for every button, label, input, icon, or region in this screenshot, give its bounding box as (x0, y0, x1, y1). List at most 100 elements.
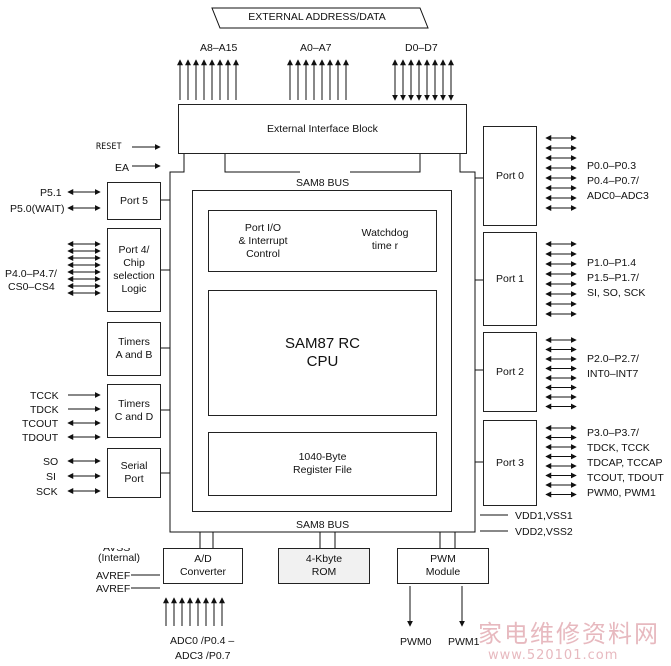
pin-p3-b: TDCK, TCCK (587, 442, 650, 454)
pin-avref-1: AVREF (96, 570, 131, 582)
pin-p4: P4.0–P4.7/ (5, 268, 57, 280)
port5-label: Port 5 (119, 194, 148, 207)
port-io-line2: & Interrupt (238, 234, 288, 247)
pin-p0-b: P0.4–P0.7/ (587, 175, 639, 187)
port2-label: Port 2 (495, 365, 524, 378)
regfile-line1: 1040-Byte (298, 451, 347, 463)
pin-avss: AVSS (103, 542, 131, 554)
port4-block: Port 4/ Chip selection Logic (107, 228, 161, 312)
pin-p1-a: P1.0–P1.4 (587, 257, 637, 269)
watchdog-line1: Watchdog (361, 227, 409, 239)
pwm-line2: Module (425, 566, 461, 578)
pin-tcck: TCCK (30, 390, 59, 402)
pin-p3-c: TDCAP, TCCAP (587, 457, 663, 469)
pwm-line1: PWM (430, 553, 456, 565)
sam8-bus-top-label: SAM8 BUS (296, 177, 350, 189)
pin-p2-b: INT0–INT7 (587, 368, 639, 380)
port5-bus-89 (169, 154, 185, 200)
pin-p3-d: TCOUT, TDOUT (587, 472, 664, 484)
pin-avref-2: AVREF (96, 583, 131, 595)
port1-block: Port 1 (483, 232, 537, 326)
cpu-line1: SAM87 RC (284, 335, 361, 352)
external-interface-block: External Interface Block (178, 104, 467, 154)
ext-bus-b-101 (350, 154, 421, 173)
watchdog-line2: time r (371, 240, 399, 252)
pin-pwm0: PWM0 (400, 636, 432, 648)
watchdog-timer: Watchdog time r (345, 222, 425, 258)
ad-converter-block: A/D Converter (163, 548, 243, 584)
ext-bus-a-100 (224, 154, 300, 173)
port-io-line1: Port I/O (244, 221, 282, 234)
pin-p1-c: SI, SO, SCK (587, 287, 646, 299)
pin-p50-wait: P5.0(WAIT) (10, 203, 65, 215)
pin-vdd2: VDD2,VSS2 (515, 526, 573, 538)
timers-cd-line2: C and D (114, 411, 154, 423)
pin-adc-a: ADC0 /P0.4 – (170, 635, 235, 647)
rom-line1: 4-Kbyte (305, 553, 343, 565)
port2-block: Port 2 (483, 332, 537, 412)
pin-pwm1: PWM1 (448, 636, 480, 648)
serial-line2: Port (124, 473, 144, 485)
label-a0-a7: A0–A7 (300, 42, 332, 54)
external-interface-label: External Interface Block (267, 122, 378, 135)
port3-block: Port 3 (483, 420, 537, 506)
pin-tdck: TDCK (30, 404, 59, 416)
timers-ab-line2: A and B (115, 349, 153, 361)
regfile-line2: Register File (293, 464, 352, 476)
port-io-interrupt-control: Port I/O & Interrupt Control (218, 214, 308, 268)
timers-ab-block: Timers A and B (107, 322, 161, 376)
pin-p0-a: P0.0–P0.3 (587, 160, 637, 172)
port4-line4: Logic (121, 283, 147, 295)
pin-p2-a: P2.0–P2.7/ (587, 353, 639, 365)
serial-line1: Serial (120, 460, 148, 472)
cpu-block: SAM87 RC CPU (208, 290, 437, 416)
port4-line1: Port 4/ (118, 244, 150, 256)
rom-block: 4-Kbyte ROM (278, 548, 370, 584)
pin-tdout: TDOUT (22, 432, 59, 444)
register-file-block: 1040-Byte Register File (208, 432, 437, 496)
adc-line1: A/D (194, 553, 212, 565)
pin-p3-e: PWM0, PWM1 (587, 487, 656, 499)
pin-si: SI (46, 471, 56, 483)
watermark-url: www.520101.com (488, 648, 619, 663)
port5-block: Port 5 (107, 182, 161, 220)
pin-vdd1: VDD1,VSS1 (515, 510, 573, 522)
pin-p0-c: ADC0–ADC3 (587, 190, 649, 202)
timers-cd-block: Timers C and D (107, 384, 161, 438)
pin-so: SO (43, 456, 59, 468)
external-address-data-banner: EXTERNAL ADDRESS/DATA (212, 6, 422, 28)
banner-text: EXTERNAL ADDRESS/DATA (248, 10, 386, 23)
pin-ea: EA (115, 162, 130, 174)
adc-line2: Converter (179, 566, 227, 578)
port4-line3: selection (113, 270, 155, 282)
timers-ab-line1: Timers (118, 336, 150, 348)
sam8-bus-loop-91 (169, 154, 476, 533)
port1-label: Port 1 (495, 272, 524, 285)
pin-tcout: TCOUT (22, 418, 59, 430)
pin-p1-b: P1.5–P1.7/ (587, 272, 639, 284)
sam8-bus-bottom-label: SAM8 BUS (296, 519, 350, 531)
label-a8-a15: A8–A15 (200, 42, 238, 54)
pin-cs: CS0–CS4 (8, 281, 55, 293)
timers-cd-line1: Timers (118, 398, 150, 410)
rom-line2: ROM (311, 566, 337, 578)
pwm-module-block: PWM Module (397, 548, 489, 584)
watermark-cn: 家电维修资料网 (478, 620, 660, 648)
pin-reset: RESET (96, 142, 122, 152)
banner-shape (211, 7, 429, 29)
serial-port-block: Serial Port (107, 448, 161, 498)
port-io-line3: Control (246, 247, 280, 260)
pin-p51: P5.1 (40, 187, 62, 199)
port3-label: Port 3 (495, 456, 524, 469)
port0-block: Port 0 (483, 126, 537, 226)
port-io-watchdog-block (208, 210, 437, 272)
pin-sck: SCK (36, 486, 58, 498)
label-d0-d7: D0–D7 (405, 42, 438, 54)
cpu-line2: CPU (306, 353, 339, 370)
port0-label: Port 0 (495, 169, 524, 182)
pin-p3-a: P3.0–P3.7/ (587, 427, 639, 439)
pin-adc-b: ADC3 /P0.7 (175, 650, 231, 662)
pin-internal: (Internal) (98, 552, 141, 564)
